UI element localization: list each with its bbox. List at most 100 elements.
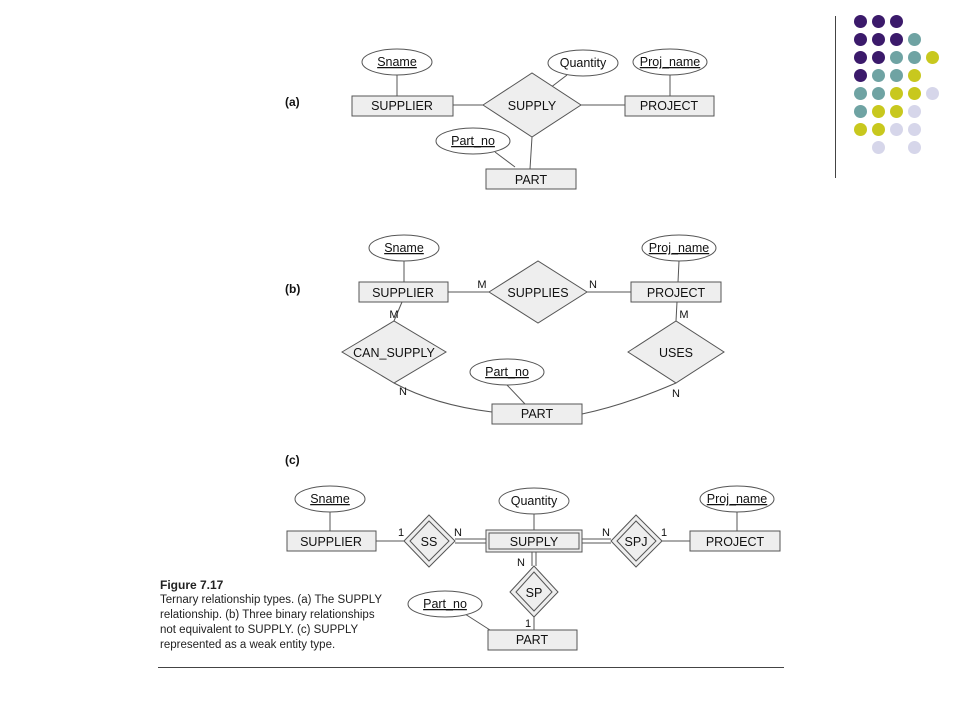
entity-b-project-label: PROJECT — [647, 286, 706, 300]
decorative-dot — [908, 123, 921, 136]
entity-a-project-label: PROJECT — [640, 99, 699, 113]
relationship-c-ss-label: SS — [421, 535, 438, 549]
relationship-c-sp — [509, 565, 559, 618]
card-b-cansupply-bottom: N — [399, 386, 407, 398]
card-b-supplies-right: N — [589, 279, 597, 291]
decorative-dot — [908, 141, 921, 154]
caption-line: relationship. (b) Three binary relations… — [160, 609, 375, 621]
line-a-quantity — [549, 74, 568, 89]
decorative-dot — [872, 15, 885, 28]
relationship-b-uses — [627, 320, 725, 384]
caption-title: Figure 7.17 — [160, 578, 224, 592]
decorative-dot — [854, 123, 867, 136]
diagram-a: Sname Quantity Proj_name Part_no SUPPLIE… — [351, 48, 715, 190]
relationship-b-cansupply — [341, 320, 447, 384]
decorative-dot — [872, 33, 885, 46]
entity-c-project-label: PROJECT — [706, 535, 765, 549]
vertical-divider — [835, 16, 836, 178]
decorative-dot — [872, 141, 885, 154]
relationship-c-sp-inner — [515, 571, 553, 612]
caption-rule — [158, 667, 784, 668]
entity-c-supply-inner — [488, 532, 580, 550]
line-a-partno — [494, 151, 516, 168]
relationship-c-sp-label: SP — [526, 586, 543, 600]
decorative-dot — [890, 33, 903, 46]
entity-b-project — [630, 281, 722, 303]
attr-a-quantity — [547, 49, 619, 77]
entity-b-part — [491, 403, 583, 425]
entity-a-supplier — [351, 95, 454, 117]
panel-label-a: (a) — [285, 95, 300, 109]
relationship-c-spj-label: SPJ — [625, 535, 648, 549]
figure-caption: Figure 7.17 Ternary relationship types. … — [160, 578, 420, 653]
relationship-b-supplies — [488, 260, 588, 324]
card-b-uses-bottom: N — [672, 388, 680, 400]
attr-b-partno — [469, 358, 545, 386]
decorative-dot — [908, 87, 921, 100]
decorative-dot — [908, 69, 921, 82]
decorative-dot — [854, 105, 867, 118]
entity-a-project — [624, 95, 715, 117]
entity-c-supply — [485, 529, 583, 553]
decorative-dot — [890, 51, 903, 64]
card-c-spj-left: N — [602, 527, 610, 539]
attr-a-projname-label: Proj_name — [640, 55, 700, 69]
card-c-ss-left: 1 — [398, 527, 404, 539]
decorative-dot — [872, 69, 885, 82]
decorative-dot — [854, 69, 867, 82]
decorative-dot — [890, 87, 903, 100]
line-a-supply-part — [529, 136, 533, 170]
line-b-project-uses — [675, 301, 678, 322]
attr-c-partno-label: Part_no — [423, 597, 467, 611]
entity-b-part-label: PART — [521, 407, 554, 421]
line-b-partno — [506, 384, 526, 405]
attr-c-partno — [407, 590, 483, 618]
diagram-c: Sname Quantity Proj_name Part_no SUPPLIE… — [286, 485, 781, 651]
relationship-b-cansupply-label: CAN_SUPPLY — [353, 346, 435, 360]
decorative-dot — [890, 105, 903, 118]
relationship-b-uses-label: USES — [659, 346, 693, 360]
attr-a-sname-label: Sname — [377, 55, 417, 69]
entity-c-supplier — [286, 530, 377, 552]
relationship-b-supplies-label: SUPPLIES — [507, 286, 568, 300]
attr-b-projname-label: Proj_name — [649, 241, 709, 255]
relationship-c-ss — [403, 514, 456, 568]
card-c-sp-top: N — [517, 557, 525, 569]
line-b-cansupply-part — [393, 382, 493, 413]
decorative-dot — [908, 105, 921, 118]
card-b-uses-top: M — [679, 309, 688, 321]
card-b-cansupply-top: M — [389, 309, 398, 321]
attr-a-sname — [361, 48, 433, 76]
entity-b-supplier — [358, 281, 449, 303]
entity-c-part-label: PART — [516, 633, 549, 647]
panel-label-b: (b) — [285, 282, 300, 296]
decorative-dot — [872, 51, 885, 64]
decorative-dot — [854, 87, 867, 100]
relationship-a-supply — [482, 72, 582, 138]
entity-a-part-label: PART — [515, 173, 548, 187]
card-b-supplies-left: M — [477, 279, 486, 291]
attr-a-quantity-label: Quantity — [560, 56, 607, 70]
caption-line: not equivalent to SUPPLY. (c) SUPPLY — [160, 624, 359, 636]
decorative-dot — [890, 15, 903, 28]
decorative-dot — [908, 33, 921, 46]
decorative-dot — [890, 69, 903, 82]
attr-c-quantity-label: Quantity — [511, 494, 558, 508]
entity-a-supplier-label: SUPPLIER — [371, 99, 433, 113]
line-b-supplier-cansupply — [393, 301, 403, 322]
attr-b-sname-label: Sname — [384, 241, 424, 255]
entity-c-project — [689, 530, 781, 552]
relationship-c-ss-inner — [409, 520, 450, 562]
entity-b-supplier-label: SUPPLIER — [372, 286, 434, 300]
decorative-dot — [926, 87, 939, 100]
entity-c-supply-label: SUPPLY — [510, 535, 559, 549]
line-b-projname — [677, 260, 680, 283]
attr-a-partno — [435, 127, 511, 155]
decorative-dot — [872, 123, 885, 136]
attr-c-sname-label: Sname — [310, 492, 350, 506]
card-c-spj-right: 1 — [661, 527, 667, 539]
decorative-dot — [854, 51, 867, 64]
decorative-dot — [854, 15, 867, 28]
attr-c-sname — [294, 485, 366, 513]
decorative-dot — [926, 51, 939, 64]
